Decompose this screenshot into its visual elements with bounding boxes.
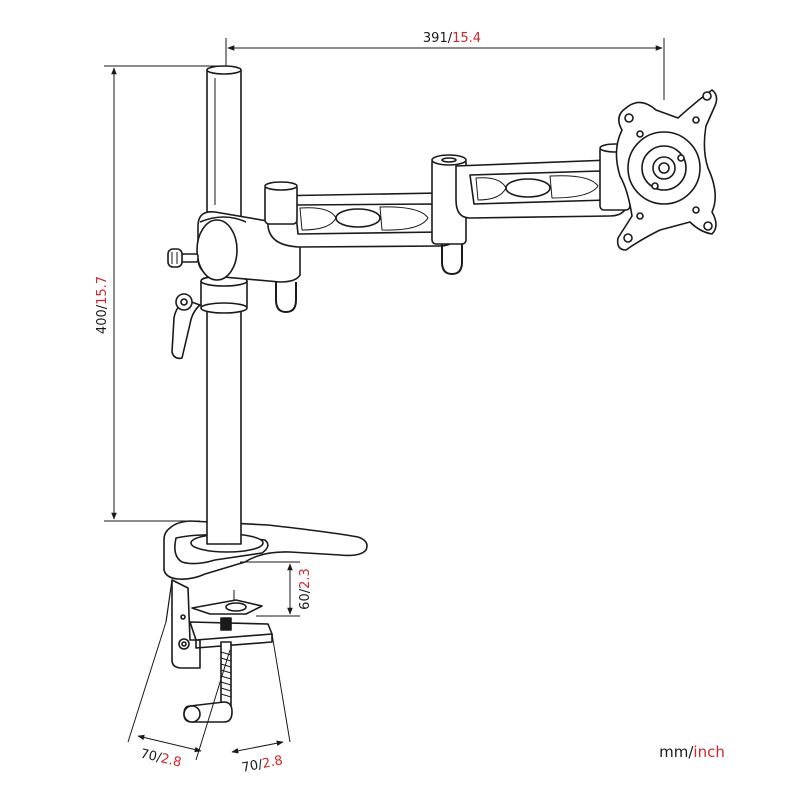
monitor-arm-drawing <box>163 65 718 723</box>
base-depth-left-dim-line <box>137 734 202 753</box>
pole-height-label: 400/15.7 <box>95 276 110 334</box>
clamp-opening-label: 60/2.3 <box>298 568 313 610</box>
base-depth-left-label: 70/2.8 <box>139 747 183 771</box>
dimension-lines <box>104 38 665 761</box>
tension-knob-icon <box>167 248 199 268</box>
locking-lever-icon <box>171 293 201 360</box>
height-collar <box>200 275 248 314</box>
vesa-mount-plate <box>615 89 718 251</box>
clamp-handle-icon <box>183 701 233 723</box>
cable-clip-2 <box>441 244 463 275</box>
arm-reach-label: 391/15.4 <box>423 31 481 46</box>
base-depth-right-dim-line <box>231 740 284 754</box>
arm-segment-1 <box>264 181 459 248</box>
base-depth-right-label: 70/2.8 <box>240 753 284 776</box>
cable-clip-1 <box>275 282 297 313</box>
clamp-top-plate <box>163 520 368 580</box>
units-legend: mm/inch <box>659 743 725 761</box>
